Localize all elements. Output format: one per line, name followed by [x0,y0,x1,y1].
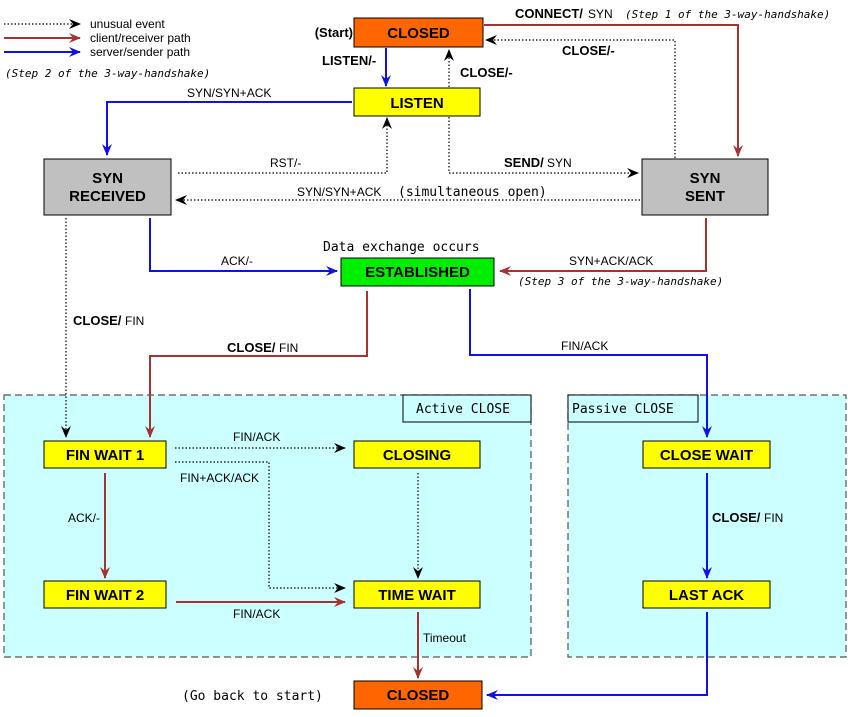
state-listen-label: LISTEN [390,95,443,112]
step3-annotation: (Step 3 of the 3-way-handshake) [518,275,723,288]
step1-annotation: (Step 1 of the 3-way-handshake) [625,8,830,21]
state-syn-sent-label-1: SYN [690,170,721,187]
state-syn-received[interactable]: SYN RECEIVED [43,158,172,216]
step2-annotation: (Step 2 of the 3-way-handshake) [5,67,210,80]
state-close-wait[interactable]: CLOSE WAIT [642,440,771,469]
edge-finwait1-to-timewait [175,461,346,593]
label-connect-event: CONNECT/ [515,6,583,21]
label-syn-synack-sim: SYN/SYN+ACK [297,185,381,199]
state-listen[interactable]: LISTEN [353,87,481,117]
label-ack-fw1: ACK/- [68,511,100,525]
edge-synrcvd-to-listen [178,117,392,174]
label-close-fin-est-action: FIN [279,341,298,355]
state-syn-sent[interactable]: SYN SENT [641,158,769,216]
label-synack-ack: SYN+ACK/ACK [569,254,653,268]
label-close-fin-synrcvd-event: CLOSE/ [73,313,122,328]
state-fin-wait-2[interactable]: FIN WAIT 2 [43,580,167,609]
data-exchange-annotation: Data exchange occurs [323,240,480,255]
label-finack-ack: FIN+ACK/ACK [180,471,259,485]
state-closed-bottom[interactable]: CLOSED [353,680,483,710]
state-closed-top[interactable]: CLOSED [353,17,484,48]
state-last-ack-label: LAST ACK [669,587,744,604]
state-fin-wait-2-label: FIN WAIT 2 [66,587,144,604]
label-close-listen: CLOSE/- [460,65,513,80]
state-closed-bottom-label: CLOSED [387,687,450,704]
state-established[interactable]: ESTABLISHED [340,257,495,287]
label-fin-ack-fw2: FIN/ACK [233,607,280,621]
state-close-wait-label: CLOSE WAIT [660,447,753,464]
label-close-fin-synrcvd-action: FIN [125,314,144,328]
label-connect-action: SYN [588,7,613,21]
state-closing-label: CLOSING [383,447,451,464]
legend-server-label: server/sender path [90,45,190,59]
go-back-annotation: (Go back to start) [182,689,323,704]
label-rst: RST/- [270,156,301,170]
label-listen: LISTEN/- [322,53,376,68]
label-close-synsent: CLOSE/- [562,43,615,58]
state-established-label: ESTABLISHED [365,264,470,281]
edge-synsent-to-established [499,218,707,276]
label-send-action: SYN [547,156,572,170]
legend: unusual event client/receiver path serve… [4,17,210,80]
label-fin-ack-fw1: FIN/ACK [233,430,280,444]
legend-unusual-label: unusual event [90,17,165,31]
edge-listen-to-synsent [448,117,639,178]
label-close-fin-est-event: CLOSE/ [227,340,276,355]
state-last-ack[interactable]: LAST ACK [642,580,771,609]
edge-synrcvd-to-established [149,218,338,276]
state-syn-received-label-1: SYN [92,170,123,187]
simultaneous-annotation: (simultaneous open) [398,185,547,200]
edge-synsent-to-closed [485,35,676,158]
state-syn-received-label-2: RECEIVED [69,188,146,205]
state-closed-top-label: CLOSED [387,25,450,42]
state-syn-sent-label-2: SENT [685,188,725,205]
state-fin-wait-1-label: FIN WAIT 1 [66,447,144,464]
state-closing[interactable]: CLOSING [353,440,481,469]
edge-lastack-to-closed [486,612,708,700]
edge-established-to-finwait1 [145,291,368,438]
legend-client-label: client/receiver path [90,31,191,45]
edge-closed-to-synsent [484,24,743,157]
label-timeout: Timeout [423,631,467,645]
state-time-wait[interactable]: TIME WAIT [353,580,481,609]
state-time-wait-label: TIME WAIT [378,587,456,604]
active-close-region: Active CLOSE [3,394,532,658]
label-fin-ack-est: FIN/ACK [561,339,608,353]
edge-listen-to-synrcvd [102,101,352,156]
label-send-event: SEND/ [504,155,544,170]
label-syn-synack: SYN/SYN+ACK [187,86,271,100]
label-close-fin-cw-event: CLOSE/ [712,510,761,525]
start-annotation: (Start) [315,25,353,40]
state-fin-wait-1[interactable]: FIN WAIT 1 [43,440,167,469]
active-close-label: Active CLOSE [416,402,510,417]
passive-close-label: Passive CLOSE [572,402,674,417]
label-ack: ACK/- [221,254,253,268]
label-close-fin-cw-action: FIN [764,511,783,525]
edge-established-to-closewait [469,289,712,438]
